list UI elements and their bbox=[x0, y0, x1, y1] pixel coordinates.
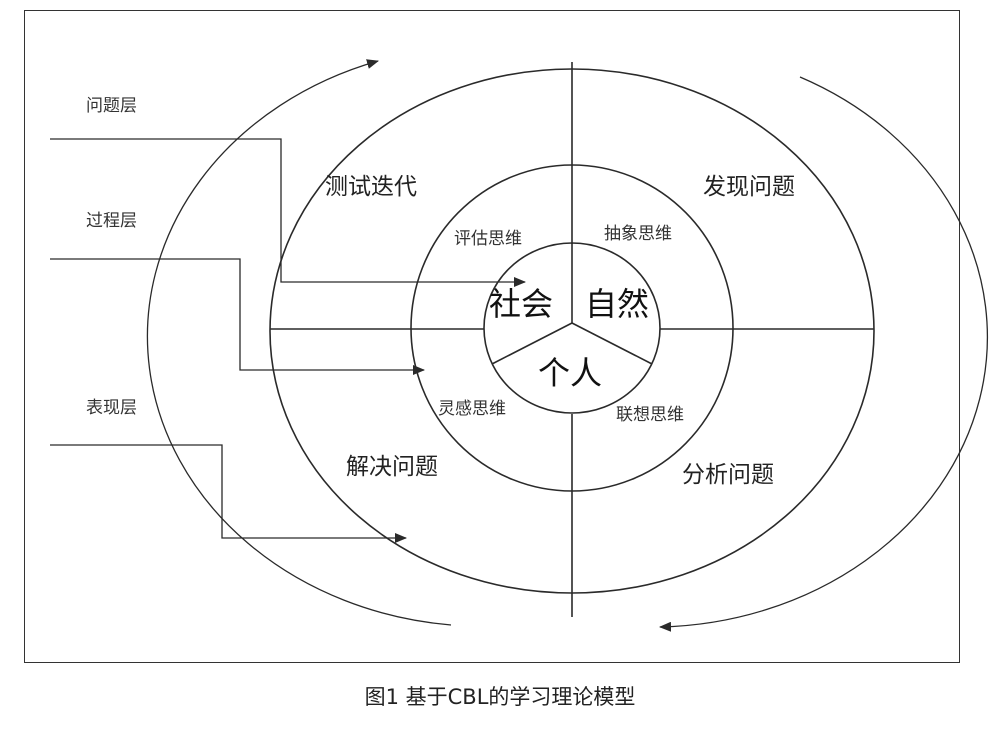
inner-label-inspiration-thinking: 灵感思维 bbox=[438, 399, 506, 419]
core-label-society: 社会 bbox=[489, 285, 553, 323]
figure-caption: 图1 基于CBL的学习理论模型 bbox=[364, 685, 636, 709]
outer-label-discover-problem: 发现问题 bbox=[703, 174, 795, 200]
outer-label-test-iterate: 测试迭代 bbox=[325, 174, 417, 200]
inner-label-evaluative-thinking: 评估思维 bbox=[454, 229, 522, 249]
core-label-individual: 个人 bbox=[538, 354, 602, 392]
inner-label-abstract-thinking: 抽象思维 bbox=[604, 224, 672, 244]
process-layer-label: 过程层 bbox=[86, 211, 137, 231]
performance-layer-label: 表现层 bbox=[86, 398, 137, 418]
process-layer-connector bbox=[50, 258, 425, 375]
outer-label-analyze-problem: 分析问题 bbox=[682, 462, 774, 488]
core-divider-right bbox=[571, 322, 653, 365]
core-label-nature: 自然 bbox=[585, 285, 649, 323]
outer-label-solve-problem: 解决问题 bbox=[346, 454, 438, 480]
problem-layer-connector bbox=[50, 138, 526, 287]
inner-label-associative-thinking: 联想思维 bbox=[616, 405, 684, 425]
diagram-frame bbox=[24, 10, 960, 663]
performance-layer-connector bbox=[50, 444, 407, 543]
outer-arc-left-arrow bbox=[146, 59, 452, 626]
core-divider-left bbox=[491, 322, 573, 365]
problem-layer-label: 问题层 bbox=[86, 96, 137, 116]
outer-arc-right-arrow bbox=[659, 76, 989, 632]
